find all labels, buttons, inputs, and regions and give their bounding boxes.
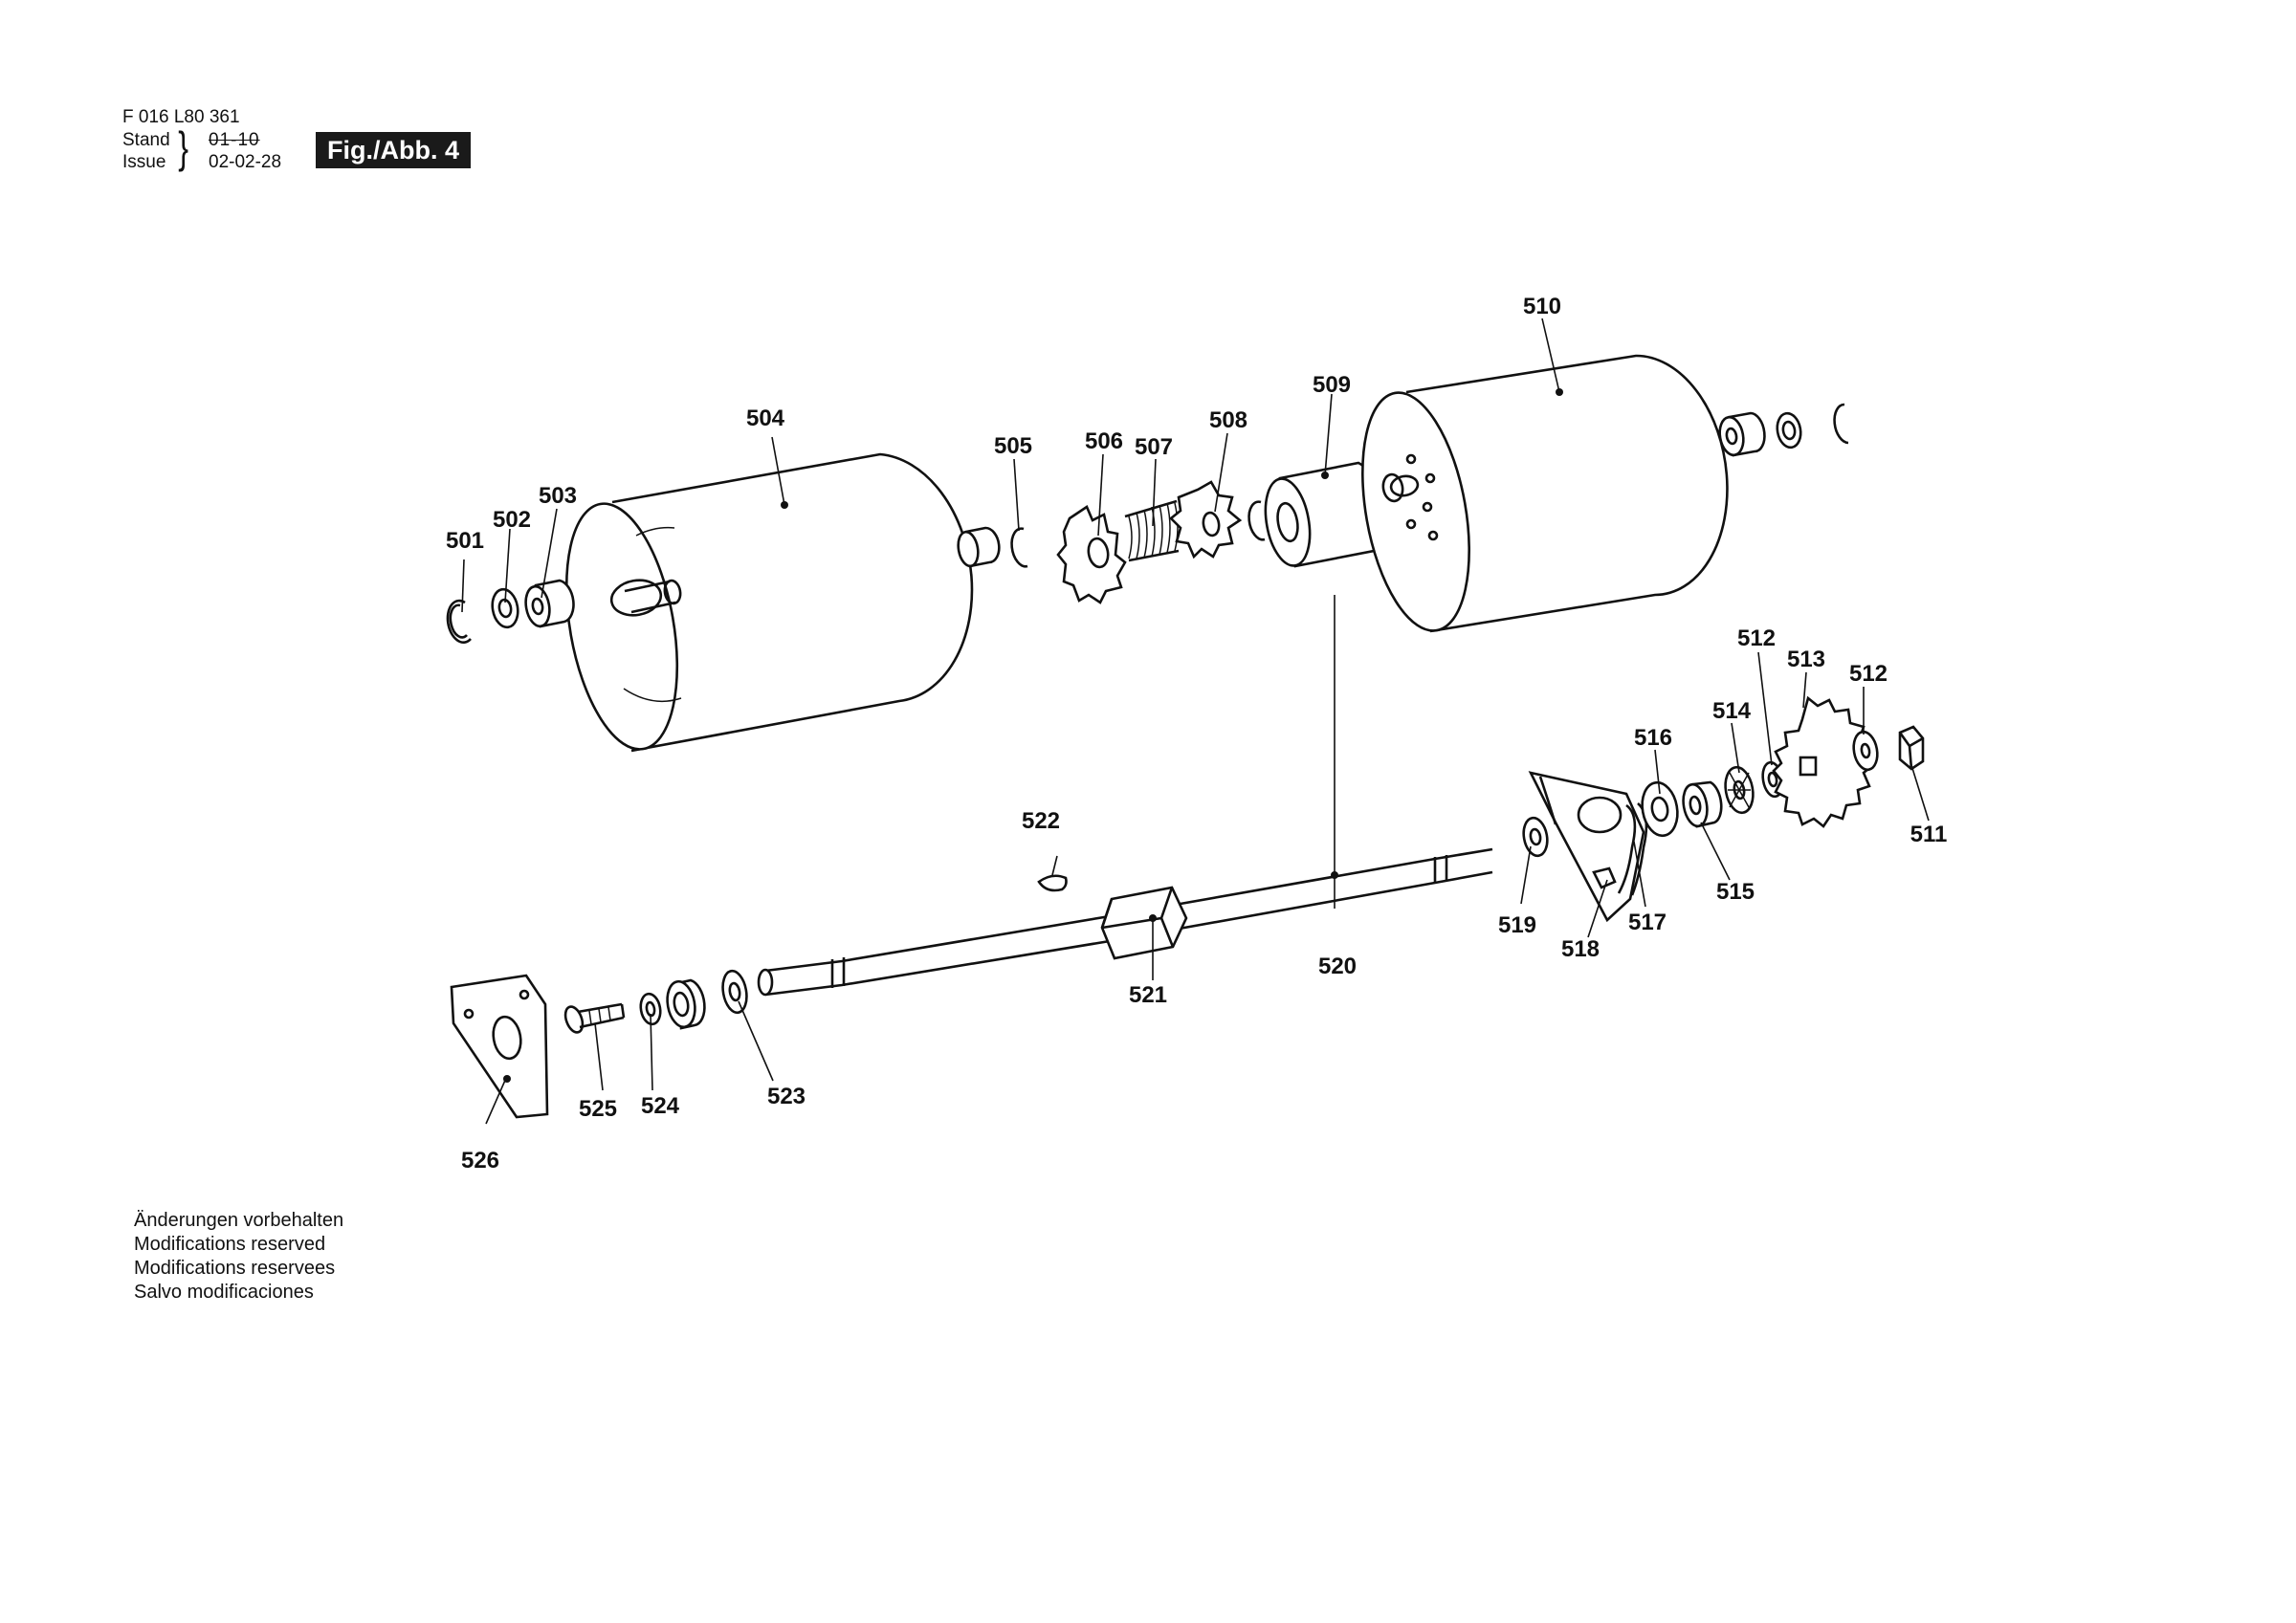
- bearing-516: [1641, 780, 1679, 838]
- note-french: Modifications reservees: [134, 1258, 336, 1279]
- part-label-501: 501: [446, 528, 484, 554]
- sprocket-513: [1772, 695, 1875, 828]
- part-label-525: 525: [579, 1096, 617, 1122]
- bracket-518: [1528, 771, 1645, 923]
- part-label-517: 517: [1628, 910, 1667, 935]
- bearing-510c: [1776, 411, 1802, 450]
- part-label-514: 514: [1712, 698, 1752, 724]
- part-label-518: 518: [1561, 936, 1600, 962]
- note-english: Modifications reserved: [134, 1234, 326, 1255]
- part-label-505: 505: [994, 433, 1032, 459]
- modification-notes: Änderungen vorbehalten Modifications res…: [134, 1209, 343, 1305]
- washer-524: [639, 992, 662, 1026]
- circlip-501: [446, 599, 472, 644]
- part-label-522: 522: [1022, 808, 1060, 834]
- part-label-526: 526: [461, 1148, 499, 1173]
- figure-label: Fig./Abb. 4: [316, 132, 471, 168]
- bearing-523b: [666, 978, 706, 1030]
- part-label-511: 511: [1910, 822, 1948, 847]
- bushing-505: [957, 526, 1028, 568]
- bushing-515: [1682, 780, 1723, 828]
- circlip-508b: [1247, 500, 1266, 541]
- drum-504: [564, 452, 974, 753]
- bearing-502: [491, 587, 519, 629]
- part-label-523: 523: [767, 1084, 806, 1109]
- bushing-510b: [1718, 411, 1766, 457]
- clutch-506: [1056, 505, 1127, 604]
- part-label-512a: 512: [1737, 625, 1776, 651]
- spring-507: [1124, 499, 1180, 562]
- washer-519: [1522, 816, 1549, 858]
- part-label-521: 521: [1129, 982, 1167, 1008]
- part-labels: 501 502 503 504 505 506 507 508 509 510 …: [446, 294, 1947, 1173]
- part-label-509: 509: [1313, 372, 1351, 398]
- part-label-519: 519: [1498, 912, 1536, 938]
- issue-date: 02-02-28: [209, 152, 282, 172]
- washer-512b: [1852, 730, 1879, 772]
- part-label-510: 510: [1523, 294, 1561, 319]
- part-label-503: 503: [539, 483, 577, 509]
- note-spanish: Salvo modificaciones: [134, 1282, 314, 1303]
- star-washer-514: [1724, 765, 1755, 815]
- part-label-506: 506: [1085, 428, 1123, 454]
- part-label-520: 520: [1318, 954, 1357, 979]
- stand-value: 01-10: [209, 130, 260, 150]
- part-label-515: 515: [1716, 879, 1755, 905]
- leader-lines: [461, 318, 1930, 1125]
- part-label-524: 524: [641, 1093, 680, 1119]
- part-label-507: 507: [1135, 434, 1173, 460]
- stand-label: Stand: [122, 130, 170, 150]
- brace-icon: }: [178, 122, 189, 172]
- plate-526: [450, 974, 549, 1119]
- star-washer-508: [1169, 480, 1243, 559]
- star-washer-523: [721, 969, 748, 1015]
- part-label-512b: 512: [1849, 661, 1888, 687]
- circlip-510d: [1833, 403, 1849, 445]
- note-german: Änderungen vorbehalten: [134, 1210, 344, 1231]
- part-label-502: 502: [493, 507, 531, 533]
- drum-510: [1361, 354, 1729, 633]
- key-522: [1037, 874, 1068, 892]
- part-label-508: 508: [1209, 407, 1247, 433]
- part-label-504: 504: [746, 406, 785, 431]
- sleeve-521: [1100, 886, 1188, 960]
- issue-label: Issue: [122, 152, 166, 172]
- screw-525: [563, 1002, 626, 1034]
- bushing-503: [524, 579, 575, 628]
- nut-511: [1898, 725, 1925, 771]
- document-number: F 016 L80 361: [122, 107, 240, 127]
- part-label-516: 516: [1634, 725, 1672, 751]
- part-label-513: 513: [1787, 647, 1825, 672]
